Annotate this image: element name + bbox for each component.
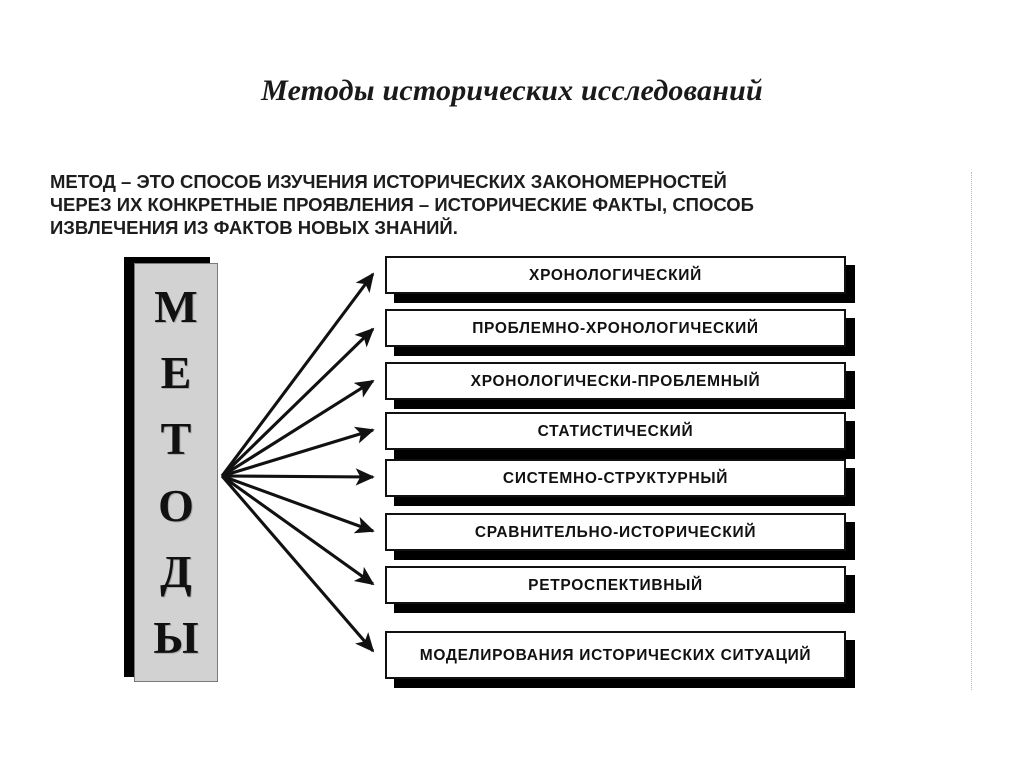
dotted-guide-line — [971, 172, 972, 690]
method-label-6: Сравнительно-исторический — [474, 523, 757, 541]
method-label-5: Системно-структурный — [502, 469, 729, 487]
method-box-face[interactable]: Проблемно-хронологический — [385, 309, 846, 347]
methods-letter-5: Д — [160, 545, 192, 597]
definition-line-3: извлечения из фактов новых знаний. — [50, 217, 458, 238]
arrow-to-method-6 — [221, 474, 375, 534]
method-box-2[interactable]: Проблемно-хронологический — [385, 309, 855, 356]
method-box-8[interactable]: Моделирования исторических ситуаций — [385, 631, 855, 688]
method-box-6[interactable]: Сравнительно-исторический — [385, 513, 855, 560]
methods-letter-1: М — [154, 280, 198, 332]
method-box-face[interactable]: Хронологически-проблемный — [385, 362, 846, 400]
method-box-face[interactable]: Хронологический — [385, 256, 846, 294]
method-box-3[interactable]: Хронологически-проблемный — [385, 362, 855, 409]
method-label-8: Моделирования исторических ситуаций — [419, 646, 812, 664]
page-title: Методы исторических исследований — [261, 74, 763, 107]
method-box-4[interactable]: Статистический — [385, 412, 855, 459]
arrow-to-method-5 — [221, 468, 375, 486]
method-label-7: Ретроспективный — [528, 576, 703, 594]
method-box-face[interactable]: Системно-структурный — [385, 459, 846, 497]
method-box-7[interactable]: Ретроспективный — [385, 566, 855, 613]
arrow-to-method-1 — [220, 272, 375, 477]
methods-letter-4: О — [158, 479, 194, 531]
definition-line-2: через их конкретные проявления – историч… — [50, 194, 754, 215]
arrow-to-method-2 — [220, 327, 375, 478]
arrow-group — [220, 272, 375, 653]
arrow-to-method-7 — [221, 474, 375, 586]
methods-letter-3: Т — [160, 413, 192, 465]
method-box-1[interactable]: Хронологический — [385, 256, 855, 303]
arrow-to-method-3 — [221, 379, 375, 478]
method-label-3: Хронологически-проблемный — [470, 372, 761, 390]
method-label-4: Статистический — [537, 422, 694, 440]
method-box-face[interactable]: Ретроспективный — [385, 566, 846, 604]
method-label-1: Хронологический — [529, 266, 702, 284]
methods-letter-2: Е — [160, 347, 192, 399]
method-box-face[interactable]: Сравнительно-исторический — [385, 513, 846, 551]
method-box-face[interactable]: Статистический — [385, 412, 846, 450]
arrow-to-method-4 — [221, 426, 375, 478]
method-label-2: Проблемно-хронологический — [472, 319, 759, 337]
arrow-to-method-8 — [220, 474, 375, 653]
methods-root-box[interactable]: М Е Т О Д Ы — [134, 263, 218, 682]
method-box-face[interactable]: Моделирования исторических ситуаций — [385, 631, 846, 679]
method-box-5[interactable]: Системно-структурный — [385, 459, 855, 506]
definition-paragraph: Метод – это способ изучения исторических… — [50, 170, 972, 239]
methods-letter-6: Ы — [153, 611, 199, 663]
definition-line-1: Метод – это способ изучения исторических… — [50, 171, 727, 192]
